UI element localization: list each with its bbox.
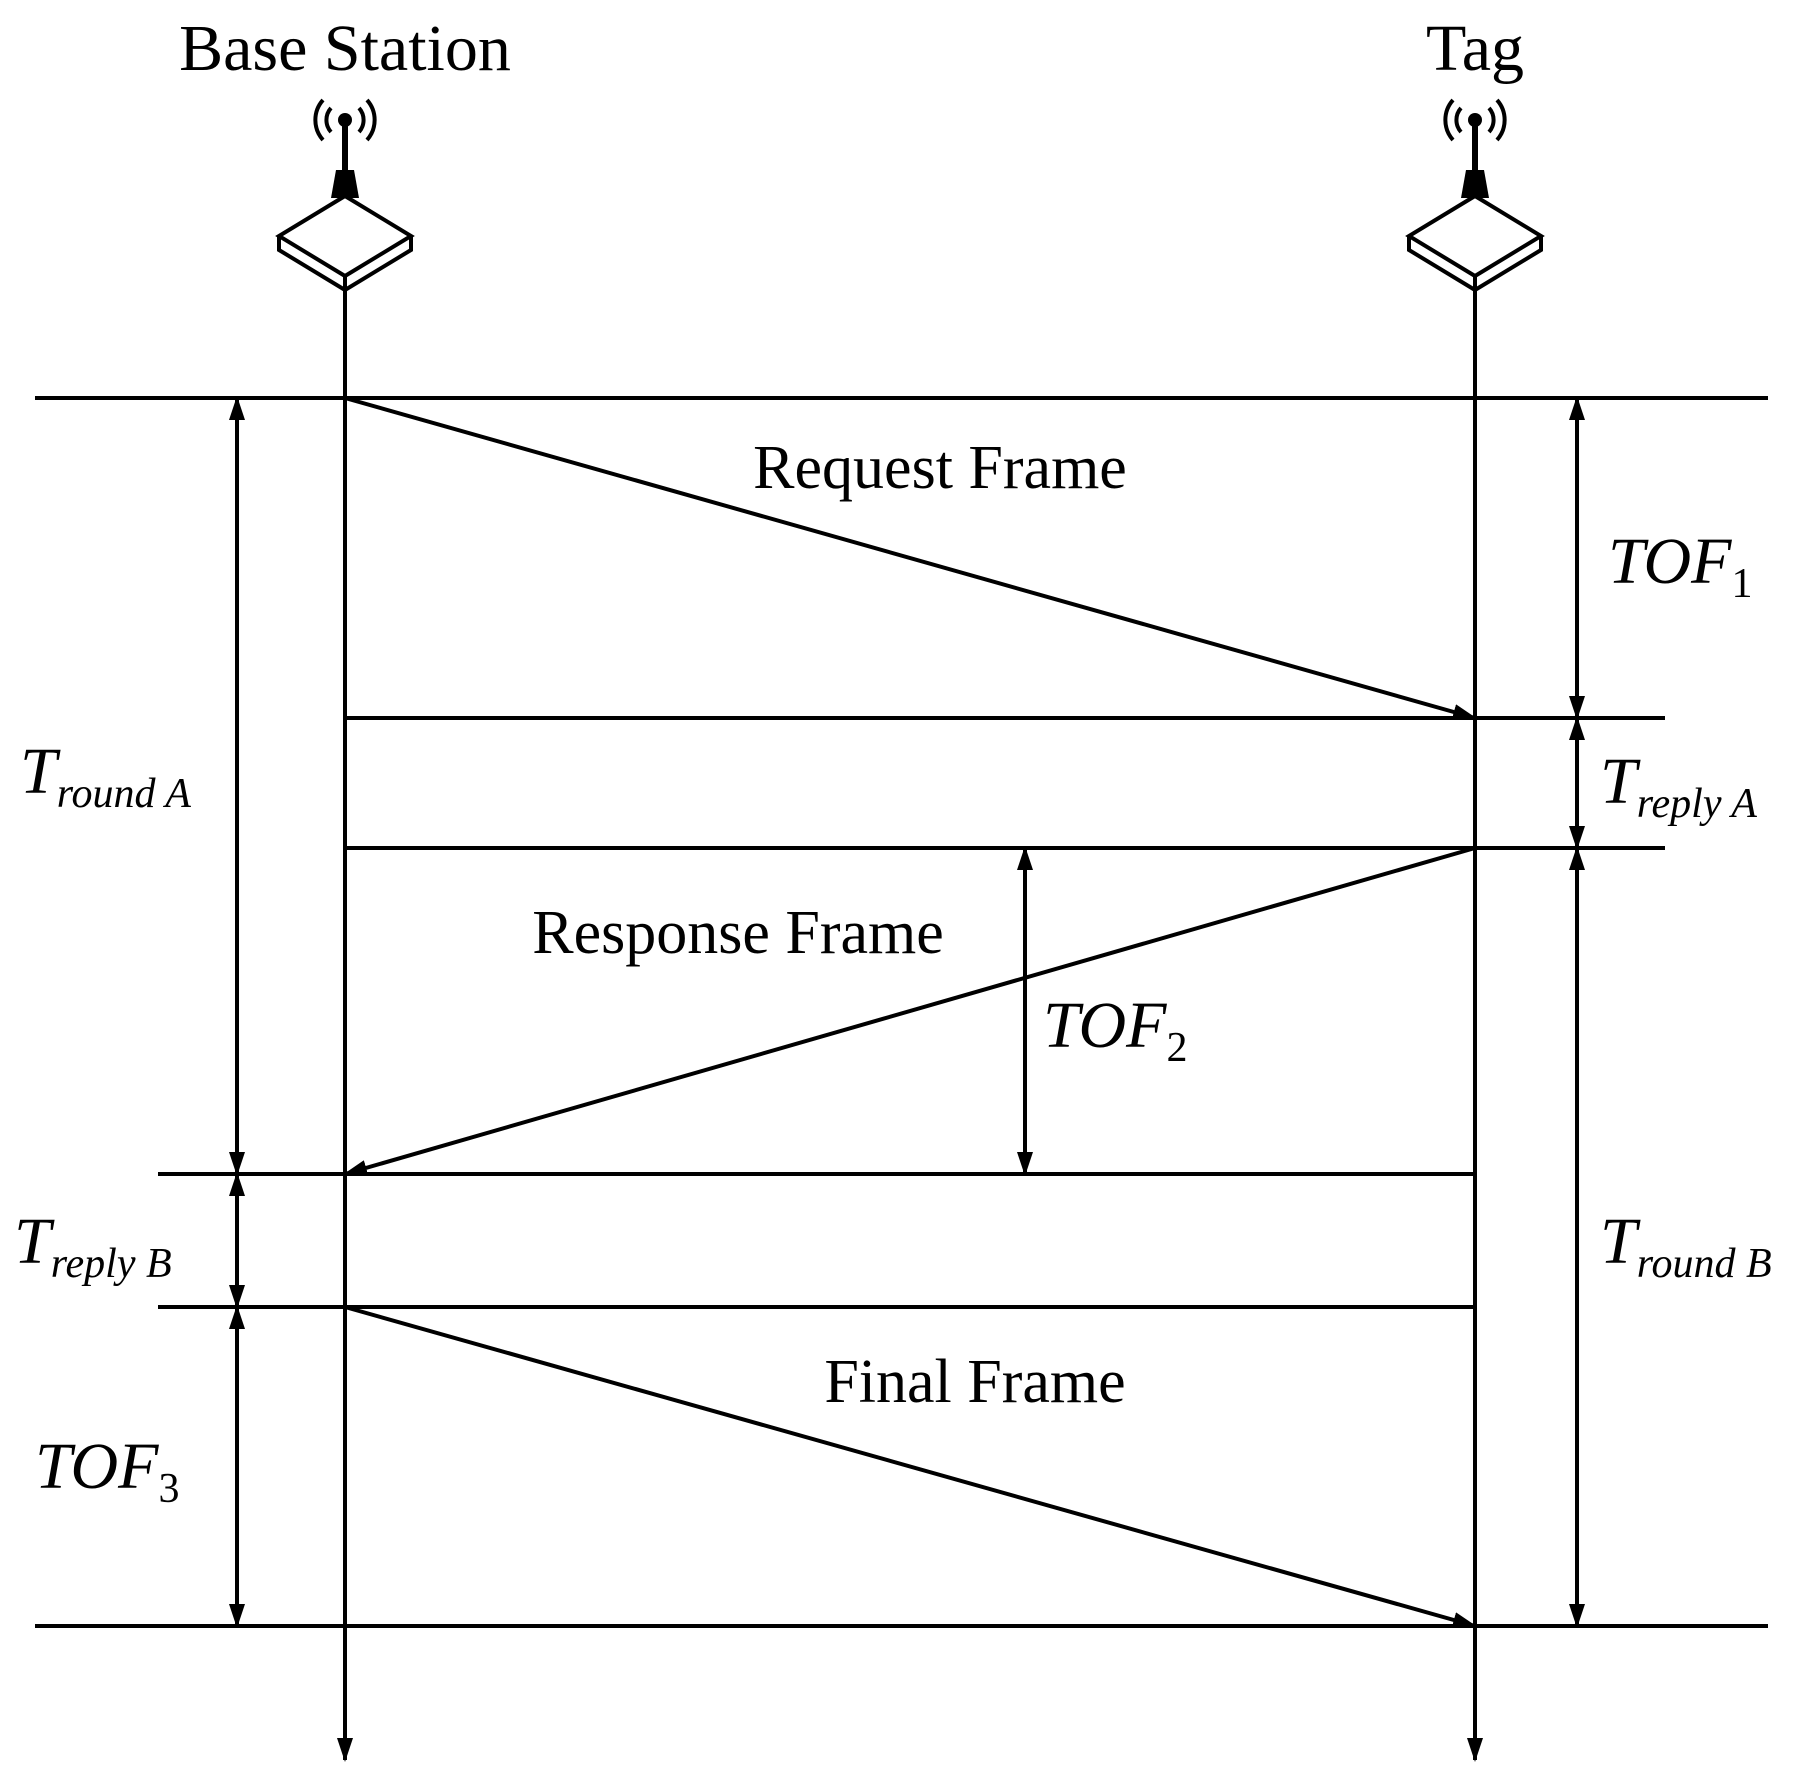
response-frame-arrow [343,846,1476,1176]
response-frame-label: Response Frame [532,899,944,967]
t-reply-b-label: Treply B [14,1205,172,1287]
final-frame-arrow [344,1305,1477,1628]
tag-title: Tag [1426,12,1524,85]
final-frame-label: Final Frame [824,1348,1125,1416]
tof3-label: TOF3 [35,1430,180,1512]
tof1-label: TOF1 [1608,525,1753,607]
t-reply-a-label: Treply A [1600,745,1757,827]
antenna-router-icon [1405,98,1545,293]
antenna-router-icon [275,98,415,293]
tof2-label: TOF2 [1043,989,1188,1071]
t-round-b-label: Tround B [1600,1205,1772,1287]
request-frame-label: Request Frame [753,434,1127,502]
base-station-title: Base Station [179,12,511,85]
request-frame-arrow [344,396,1477,720]
t-round-a-label: Tround A [20,735,191,817]
